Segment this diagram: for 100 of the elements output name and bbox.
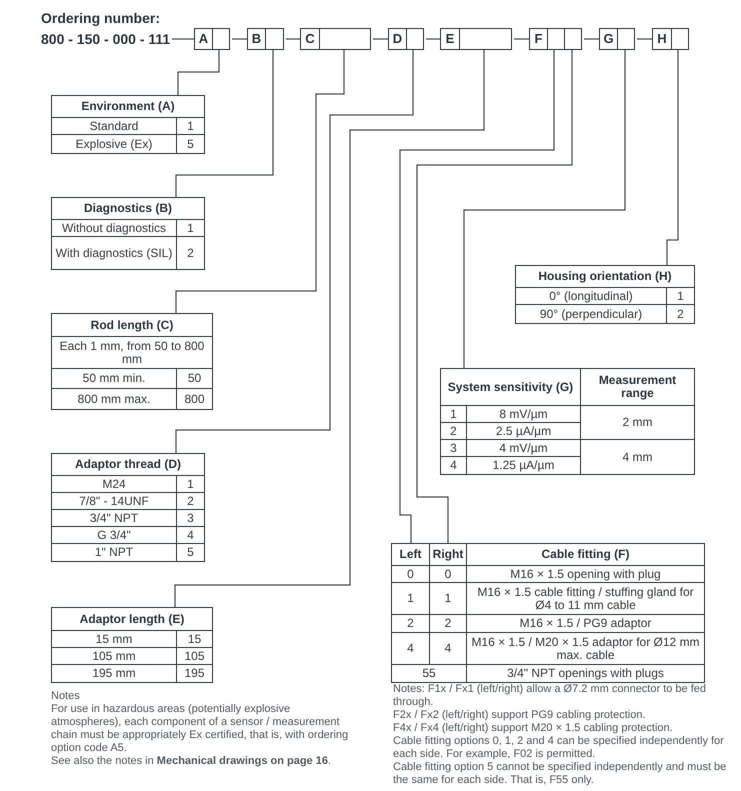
table-cell: M16 × 1.5 / M20 × 1.5 adaptor for Ø12 mm max. cable [467, 633, 704, 665]
table-cell-text: 2 [676, 306, 685, 322]
leader-line [464, 50, 626, 368]
table-cell-text: 2 [186, 244, 195, 262]
note-text: Cable fitting option 5 cannot be specified independently and must be the same for each side. That is, F55 only. [393, 761, 728, 787]
option-table [515, 265, 695, 324]
note-text: F4x / Fx4 (left/right) support M20 × 1.5 cabling protection. [393, 722, 674, 735]
table-cell: M16 × 1.5 cable fitting / stuffing gland for Ø4 to 11 mm cable [467, 583, 704, 615]
code-letter: A [198, 31, 210, 46]
table-header: Measurement range [581, 369, 694, 406]
connector-line [232, 38, 248, 40]
table-cell: 3/4" NPT [52, 510, 177, 527]
table-cell: 1 [667, 288, 694, 305]
table-cell: Each 1 mm, from 50 to 800 mm [52, 337, 212, 369]
table-cell-text: 4 mm [622, 448, 654, 466]
leader-line [176, 50, 344, 314]
leader-line [400, 50, 554, 544]
option-table [51, 607, 213, 683]
code-letter: F [534, 31, 544, 46]
table-cell: 15 mm [52, 631, 177, 648]
leader-line [178, 50, 220, 96]
table-header: Housing orientation (H) [516, 266, 694, 288]
table-cell: G 3/4" [52, 527, 177, 544]
connector-line [426, 38, 440, 40]
code-field [529, 28, 582, 50]
table-cell: 4 [430, 633, 467, 665]
option-table [51, 95, 205, 154]
table-cell-text: 3/4" NPT openings with plugs [506, 665, 665, 682]
leader-line [666, 50, 678, 266]
leader-line [176, 50, 274, 198]
option-table [391, 543, 705, 683]
table-header: Adaptor length (E) [52, 608, 212, 631]
table-cell: 90° (perpendicular) [516, 305, 667, 323]
table-cell: 1 [177, 476, 204, 493]
option-table [51, 453, 205, 562]
ordering-number: 800 - 150 - 000 - 111 [41, 31, 170, 47]
table-cell: 0 [430, 566, 467, 583]
table-cell: 1 [430, 583, 467, 615]
table-cell: With diagnostics (SIL) [52, 237, 177, 269]
notes-heading: Notes [51, 690, 81, 703]
table-cell: M16 × 1.5 / PG9 adaptor [467, 615, 704, 633]
note-text: Cable fitting options 0, 1, 2 and 4 can be specified independently for each side. For example, F02 is permitted. [393, 735, 725, 761]
table-cell: 1 [441, 406, 467, 423]
code-field [247, 28, 284, 50]
leader-line [416, 50, 572, 544]
table-cell: M24 [52, 476, 177, 493]
heading: Ordering number: [41, 10, 160, 26]
note-text: Notes: F1x / Fx1 (left/right) allow a Ø7.2 mm connector to be fed through. [393, 683, 708, 709]
code-field [599, 28, 635, 50]
table-cell: 4 [441, 457, 467, 474]
table-header: Right [430, 544, 467, 566]
table-cell: 3 [177, 510, 204, 527]
table-cell: 0 [392, 566, 430, 583]
option-table [440, 368, 695, 475]
table-cell: 55 [392, 665, 467, 682]
table-header: System sensitivity (G) [441, 369, 581, 406]
code-letter: C [304, 31, 316, 46]
code-letter: B [250, 31, 262, 46]
table-cell: 800 mm max. [52, 389, 177, 409]
table-cell: 4 [177, 527, 204, 544]
table-cell: 1 [392, 583, 430, 615]
code-letter: E [444, 31, 456, 46]
table-cell: 105 [177, 648, 212, 665]
table-cell: 2 [392, 615, 430, 633]
table-cell: 2.5 µA/µm [467, 423, 581, 440]
table-cell: 4 mV/µm [467, 440, 581, 457]
option-table [51, 313, 213, 410]
table-cell: 2 [177, 493, 204, 510]
code-field [652, 28, 689, 50]
code-field [194, 28, 230, 50]
table-cell: 0° (longitudinal) [516, 288, 667, 305]
table-cell: 2 mm [581, 406, 694, 440]
table-header: Environment (A) [52, 96, 204, 118]
table-cell: 2 [430, 615, 467, 633]
connector-line [172, 38, 194, 40]
table-header: Rod length (C) [52, 314, 212, 337]
table-header: Left [392, 544, 430, 566]
table-cell: 7/8" - 14UNF [52, 493, 177, 510]
table-cell: 1.25 µA/µm [467, 457, 581, 474]
option-table [51, 197, 205, 270]
table-cell: 195 mm [52, 665, 177, 682]
table-cell-text: 800 [183, 390, 206, 408]
table-cell-text: 5 [186, 136, 195, 152]
table-cell: 50 [177, 369, 212, 389]
table-cell: 2 [441, 423, 467, 440]
table-cell: 15 [177, 631, 212, 648]
table-cell: 1" NPT [52, 544, 177, 561]
table-cell: 8 mV/µm [467, 406, 581, 423]
table-header: Diagnostics (B) [52, 198, 204, 220]
table-cell: 1 [177, 118, 204, 135]
table-cell: 50 mm min. [52, 369, 177, 389]
table-cell-text: 195 [183, 665, 206, 682]
connector-line [514, 38, 530, 40]
table-cell: 1 [177, 220, 204, 237]
code-field [440, 28, 512, 50]
code-letter: H [656, 31, 668, 46]
table-cell: 4 [392, 633, 430, 665]
note-text: F2x / Fx2 (left/right) support PG9 cabling protection. [393, 709, 647, 722]
leader-line [174, 50, 484, 608]
table-cell: 105 mm [52, 648, 177, 665]
